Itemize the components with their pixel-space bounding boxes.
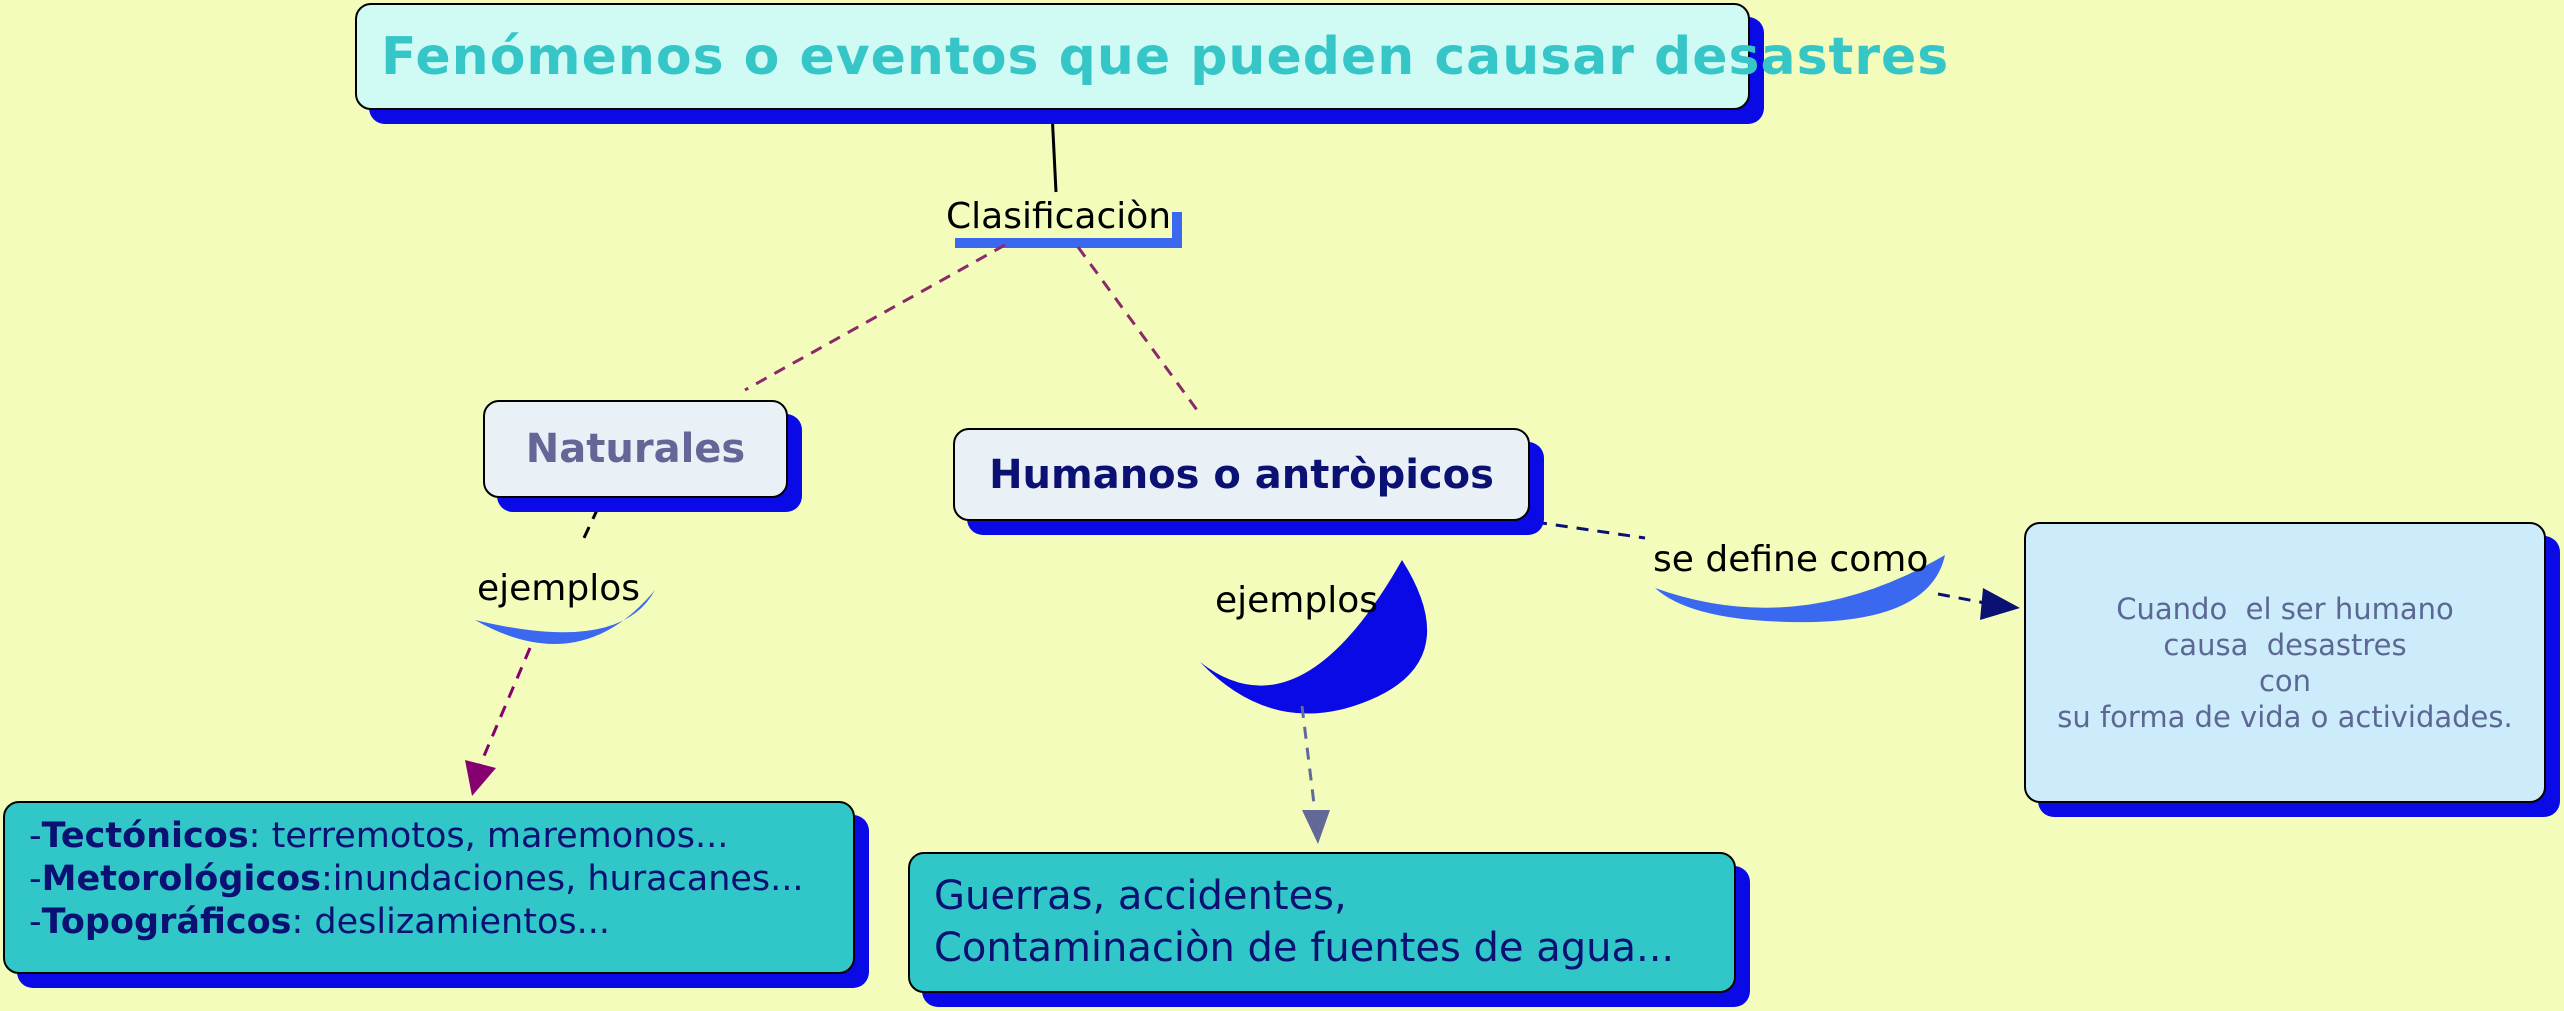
title-node[interactable]: Fenómenos o eventos que pueden causar de… (355, 3, 1948, 110)
map-title: Fenómenos o eventos que pueden causar de… (381, 26, 1950, 87)
example-desc: :inundaciones, huracanes... (321, 859, 804, 899)
definition-line: Cuando el ser humano (2116, 591, 2454, 626)
human-label: Humanos o antròpicos (989, 451, 1494, 498)
example-row-meteorological: -Metorológicos:inundaciones, huracanes..… (29, 859, 804, 899)
link-human-examples (1300, 705, 1317, 813)
natural-node[interactable]: Naturales (483, 400, 788, 498)
link-classification-human (1076, 246, 1199, 411)
link-natural-examples-label (581, 507, 600, 541)
example-term: Topográficos (41, 902, 292, 942)
classification-underline (955, 212, 1182, 248)
classification-label: Clasificaciòn (946, 196, 1172, 237)
link-title-classification (1050, 111, 1058, 193)
link-human-define-label (1534, 520, 1646, 540)
definition-line: con (2258, 663, 2312, 698)
link-classification-natural (744, 243, 1006, 392)
example-row-tectonic: -Tectónicos: terremotos, maremonos... (29, 816, 729, 856)
natural-examples-node[interactable]: -Tectónicos: terremotos, maremonos... -M… (3, 801, 855, 974)
human-node[interactable]: Humanos o antròpicos (953, 428, 1530, 521)
example-desc: : terremotos, maremonos... (248, 816, 729, 856)
example-row-topographic: -Topográficos: deslizamientos... (29, 902, 610, 942)
human-example-line: Guerras, accidentes, (934, 873, 1347, 919)
link-define-definition (1937, 592, 1986, 605)
human-examples-label: ejemplos (1215, 580, 1379, 621)
define-label: se define como (1653, 539, 1929, 580)
arrowhead-human-examples (1302, 810, 1330, 844)
definition-line: su forma de vida o actividades. (2057, 699, 2513, 734)
natural-label: Naturales (525, 426, 746, 472)
arrowhead-definition (1980, 588, 2020, 620)
human-examples-node[interactable]: Guerras, accidentes, Contaminaciòn de fu… (908, 852, 1736, 993)
natural-examples-swoosh (475, 590, 655, 644)
definition-node[interactable]: Cuando el ser humano causa desastres con… (2024, 522, 2546, 803)
definition-line: causa desastres (2163, 627, 2407, 662)
human-example-line: Contaminaciòn de fuentes de agua... (934, 925, 1675, 971)
arrowhead-natural-examples (465, 760, 496, 796)
example-desc: : deslizamientos... (291, 902, 610, 942)
natural-examples-label: ejemplos (477, 568, 641, 609)
human-examples-swoosh (1200, 560, 1428, 714)
define-swoosh (1655, 555, 1945, 623)
example-term: Metorológicos (41, 859, 322, 899)
link-natural-examples (476, 647, 532, 771)
example-term: Tectónicos (41, 816, 249, 856)
